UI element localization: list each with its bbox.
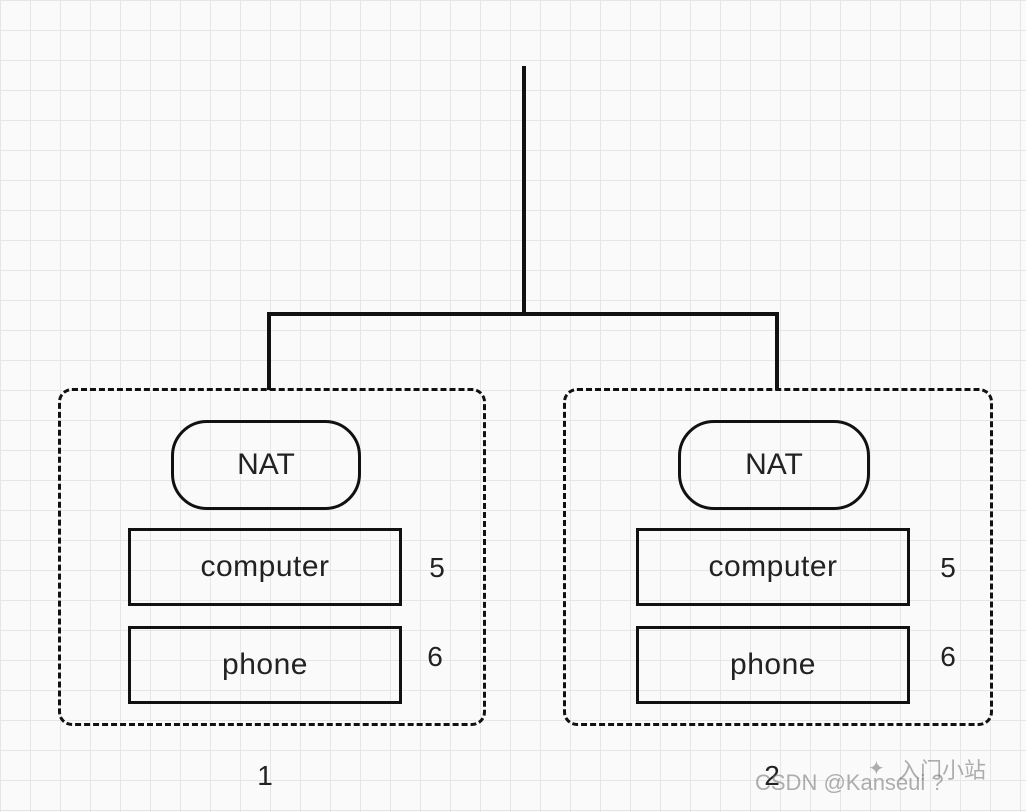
watermark-brand: 入门小站 (898, 758, 987, 783)
wechat-icon: ✦ (868, 758, 885, 780)
device-count-computer-1: 5 (429, 552, 445, 583)
nat-node-2: NAT (678, 420, 870, 510)
group-label-1: 1 (257, 760, 273, 791)
device-count-phone-1: 6 (427, 641, 443, 672)
branch-right-line (775, 312, 779, 390)
group-label-2: 2 (764, 760, 780, 791)
watermark-text: CSDN @Kanseui ? (755, 770, 944, 795)
branch-horizontal-line (267, 312, 779, 316)
device-box-phone-1: phone (128, 626, 402, 704)
nat-node-1: NAT (171, 420, 361, 510)
branch-left-line (267, 312, 271, 390)
device-box-computer-1: computer (128, 528, 402, 606)
trunk-line (522, 66, 526, 314)
network-group-1 (58, 388, 486, 726)
device-box-computer-2: computer (636, 528, 910, 606)
device-count-computer-2: 5 (940, 552, 956, 583)
device-box-phone-2: phone (636, 626, 910, 704)
network-group-2 (563, 388, 993, 726)
device-count-phone-2: 6 (940, 641, 956, 672)
